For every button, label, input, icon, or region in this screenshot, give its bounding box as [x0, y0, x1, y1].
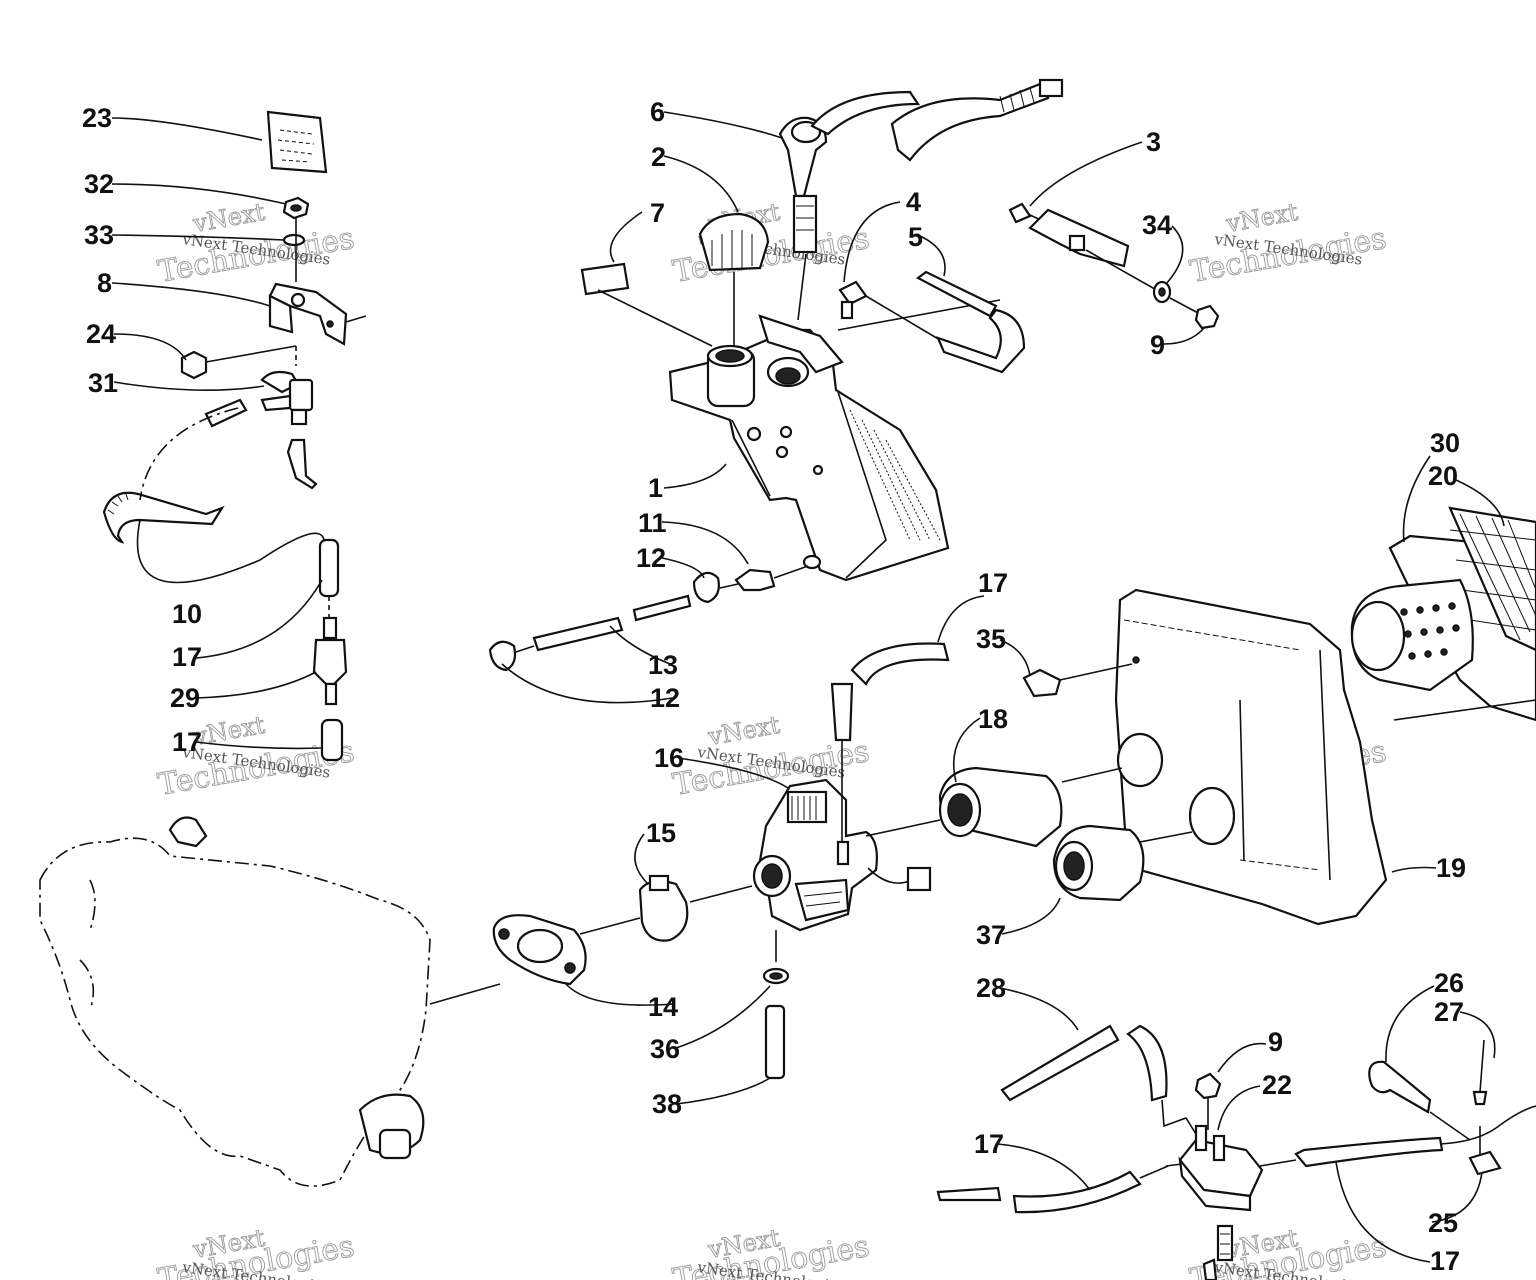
- callout-22: 22: [1262, 1070, 1292, 1100]
- callout-10: 10: [172, 599, 202, 629]
- watermark-3: vNext Technologies vNext Technologies: [1187, 197, 1390, 290]
- callout-17: 17: [1430, 1246, 1460, 1276]
- hose-clip-part: [1468, 1126, 1502, 1176]
- callout-2: 2: [651, 142, 666, 172]
- vent-hose-upper-part: [915, 270, 1026, 374]
- lower-clamp-part: [488, 640, 535, 672]
- parts: [39, 78, 1536, 1280]
- callout-23: 23: [82, 103, 112, 133]
- retaining-clip-part: [1022, 668, 1062, 698]
- fuel-pump-part: [1165, 1124, 1297, 1280]
- nut-part: [282, 196, 310, 220]
- fuel-tank-part: [668, 314, 950, 582]
- callout-33: 33: [84, 220, 114, 250]
- fuel-sender-part: [778, 78, 1064, 321]
- watermark-2: vNext Technologies vNext Technologies: [670, 197, 873, 290]
- watermark-7: vNext Technologies vNext Technologies: [155, 1223, 358, 1280]
- callout-32: 32: [84, 169, 114, 199]
- pump-nut-part: [1194, 1072, 1222, 1130]
- hose-clamp-part: [638, 874, 753, 942]
- callout-15: 15: [646, 818, 676, 848]
- mount-nut-part: [1194, 304, 1220, 330]
- intake-boot-lower-part: [1052, 824, 1193, 902]
- pump-hose-left-part: [936, 1165, 1169, 1214]
- callout-29: 29: [170, 683, 200, 713]
- intake-boot-upper-part: [938, 766, 1123, 848]
- callout-27: 27: [1434, 997, 1464, 1027]
- callout-13: 13: [648, 650, 678, 680]
- callout-30: 30: [1430, 428, 1460, 458]
- tank-clamp-part: [692, 571, 739, 604]
- carburetor-part: [752, 778, 941, 962]
- mount-bolt-part: [1008, 202, 1161, 293]
- lock-nut-part: [180, 345, 297, 380]
- engine-outline: [39, 816, 501, 1187]
- callout-7: 7: [650, 198, 665, 228]
- callout-28: 28: [976, 973, 1006, 1003]
- callout-17: 17: [172, 727, 202, 757]
- callout-17: 17: [172, 642, 202, 672]
- callout-35: 35: [976, 624, 1006, 654]
- callout-18: 18: [978, 704, 1008, 734]
- fuel-label-part: [580, 262, 713, 347]
- callout-24: 24: [86, 319, 116, 349]
- callout-3: 3: [1146, 127, 1161, 157]
- tank-fuel-hose-part: [532, 594, 692, 652]
- tie-strap-part: [1368, 1060, 1471, 1141]
- callout-38: 38: [652, 1089, 682, 1119]
- fuel-hose-bottom-part: [320, 718, 344, 762]
- callout-19: 19: [1436, 853, 1466, 883]
- callout-17: 17: [978, 568, 1008, 598]
- callout-11: 11: [638, 508, 667, 538]
- callout-26: 26: [1434, 968, 1464, 998]
- pump-hose-right-part: [1294, 1105, 1536, 1168]
- inline-fuel-filter-part: [312, 616, 348, 706]
- small-clamp-part: [762, 967, 790, 985]
- callout-25: 25: [1428, 1208, 1458, 1238]
- vent-hose-part: [764, 1004, 786, 1080]
- fuel-valve-part: [260, 370, 318, 490]
- callout-numbers: 23 32 33 8 24 31 10 17 29 17 6 2 7 4 5 3…: [82, 97, 1466, 1276]
- watermark-8: vNext Technologies vNext Technologies: [670, 1223, 873, 1280]
- carburetor-flange-part: [492, 914, 641, 986]
- callout-5: 5: [908, 222, 923, 252]
- callout-37: 37: [976, 920, 1006, 950]
- pulse-hose-part: [1000, 1024, 1197, 1135]
- callout-9: 9: [1150, 330, 1165, 360]
- callout-14: 14: [648, 992, 678, 1022]
- bracket-part: [268, 282, 367, 346]
- callout-9: 9: [1268, 1027, 1283, 1057]
- cable-strap-part: [102, 407, 325, 584]
- callout-8: 8: [97, 268, 112, 298]
- air-intake-tube-part: [1350, 578, 1536, 721]
- callout-36: 36: [650, 1034, 680, 1064]
- mount-washer-part: [1152, 280, 1201, 315]
- fuel-cap-part: [698, 212, 770, 346]
- callout-20: 20: [1428, 461, 1458, 491]
- callout-4: 4: [906, 187, 921, 217]
- callout-34: 34: [1142, 210, 1172, 240]
- callout-1: 1: [648, 473, 663, 503]
- callout-17: 17: [974, 1129, 1004, 1159]
- callout-6: 6: [650, 97, 665, 127]
- leader-lines: [111, 111, 1505, 1263]
- fuel-hose-vertical-part: [318, 538, 340, 620]
- fuel-hose-carb-part: [830, 642, 950, 866]
- watermark-1: vNext Technologies vNext Technologies: [155, 197, 358, 290]
- vent-fitting-part: [837, 280, 1001, 341]
- callout-16: 16: [654, 743, 684, 773]
- callout-31: 31: [88, 368, 118, 398]
- tank-outlet-fitting-part: [734, 565, 809, 592]
- tie-wrap-part: [1472, 1039, 1488, 1106]
- callout-12: 12: [650, 683, 680, 713]
- decal-part: [266, 110, 328, 174]
- fuel-hose-short-part: [204, 398, 248, 428]
- callout-12: 12: [636, 543, 666, 573]
